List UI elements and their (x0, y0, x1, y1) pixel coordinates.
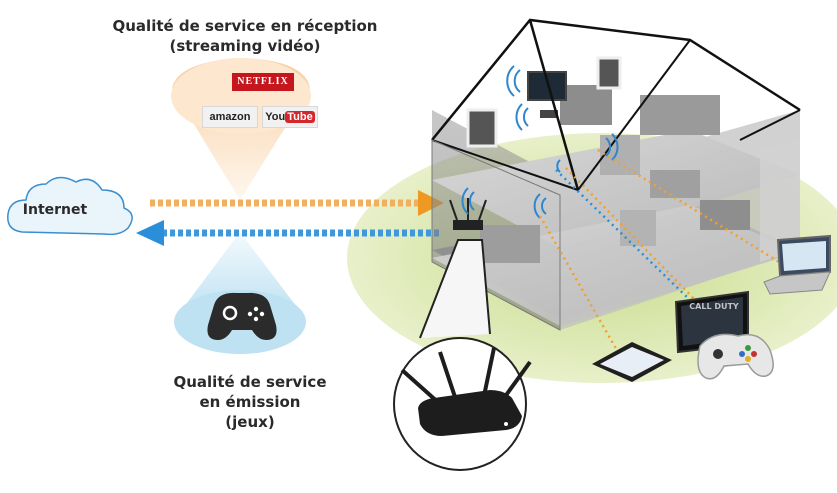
upload-qos-line2: en émission (199, 393, 301, 411)
game-screen-title: CALL DUTY (689, 302, 739, 311)
download-qos-title: Qualité de service en réception (streami… (70, 16, 420, 56)
router-magnified-icon (400, 347, 532, 436)
window (466, 108, 498, 148)
tv-upstairs (527, 71, 567, 101)
window (596, 56, 622, 90)
netflix-logo: NETFLIX (232, 73, 294, 91)
furniture (650, 170, 700, 198)
upload-qos-title: Qualité de service en émission (jeux) (150, 372, 350, 432)
download-arrow (150, 190, 444, 216)
wifi-signal-icon (461, 65, 619, 219)
youtube-you: You (265, 111, 286, 123)
laptop-icon (763, 234, 831, 295)
device-links (538, 148, 793, 353)
upload-qos-line1: Qualité de service (173, 373, 327, 391)
roof-outline (431, 18, 801, 141)
game-controller-icon (697, 333, 774, 380)
youtube-tube: Tube (285, 111, 315, 123)
upload-qos-line3: (jeux) (225, 413, 275, 431)
furniture (700, 200, 750, 230)
internet-label: Internet (22, 202, 88, 218)
download-qos-line2: (streaming vidéo) (169, 37, 321, 55)
furniture (640, 95, 720, 135)
tablet-icon (592, 342, 672, 382)
upload-arrow (136, 220, 440, 246)
router-in-house (453, 220, 483, 230)
gamepad-icon (207, 292, 277, 340)
internet-cloud (7, 176, 133, 236)
download-qos-line1: Qualité de service en réception (112, 17, 378, 35)
furniture (480, 225, 540, 263)
amazon-logo: amazon (202, 106, 258, 128)
furniture (560, 85, 612, 125)
